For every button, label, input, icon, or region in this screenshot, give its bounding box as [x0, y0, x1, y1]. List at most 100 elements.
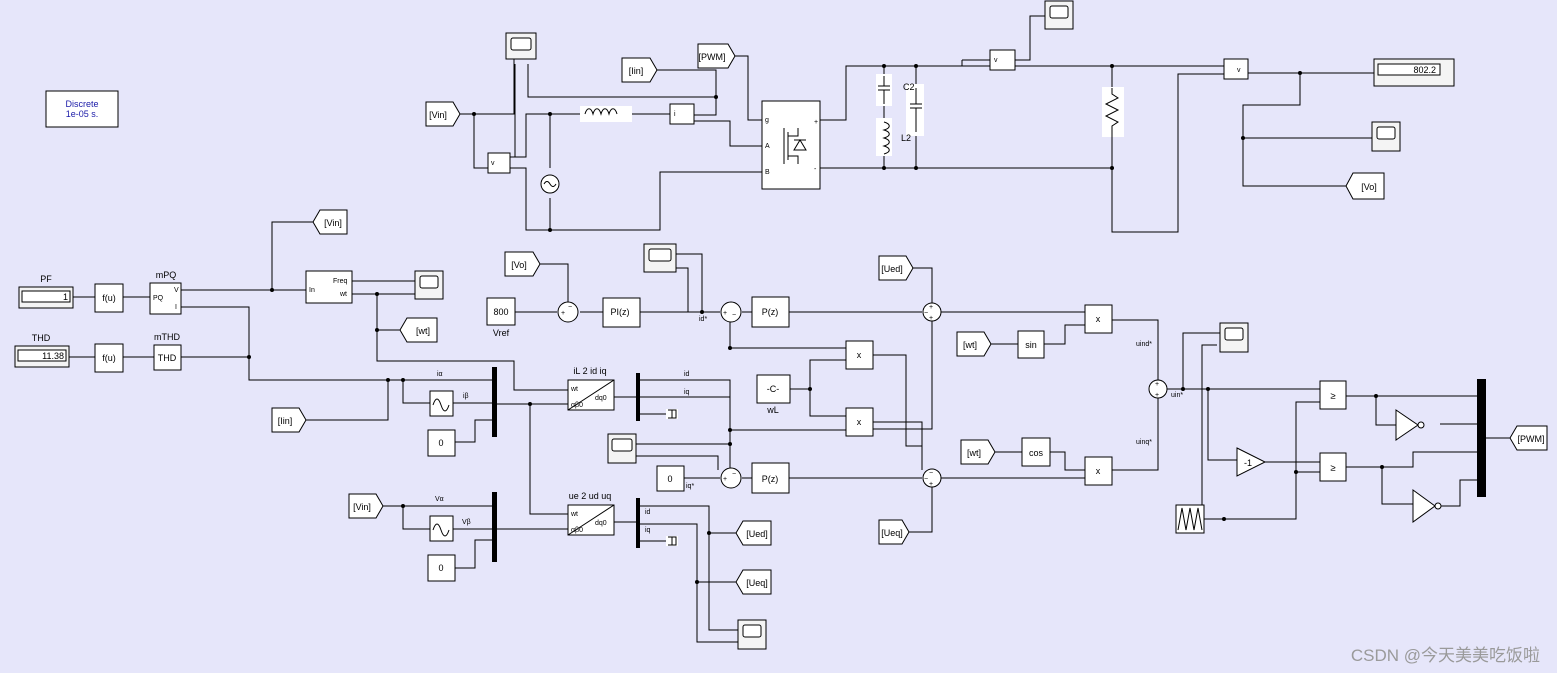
compare-ge-1[interactable]: ≥: [1319, 380, 1347, 410]
abc-to-dq0-current[interactable]: iL 2 id iq wt αβ0 dq0: [567, 366, 615, 411]
pz-controller-d[interactable]: P(z): [751, 296, 790, 328]
sum-id-error[interactable]: +−: [720, 301, 742, 323]
not-gate-1[interactable]: [1395, 409, 1425, 441]
fcn-thd[interactable]: f(u): [94, 343, 124, 373]
goto-vin-top[interactable]: [Vin]: [425, 101, 461, 127]
pll-block[interactable]: In Freq wt: [305, 270, 353, 304]
svg-text:dq0: dq0: [595, 520, 607, 527]
capacitor-c1[interactable]: [876, 74, 892, 106]
mux-i[interactable]: [492, 367, 497, 437]
scope-vin[interactable]: [505, 32, 537, 60]
terminator-i[interactable]: [666, 409, 678, 419]
display-pf[interactable]: PF 1: [18, 274, 74, 309]
cos-function[interactable]: cos: [1021, 437, 1051, 467]
pq-measurement-block[interactable]: mPQ PQ V I: [149, 270, 182, 315]
voltage-measurement-block[interactable]: v: [487, 152, 511, 174]
gain-minus-one[interactable]: -1: [1236, 447, 1267, 477]
product-wl-iq[interactable]: x: [845, 407, 874, 437]
product-d-sin[interactable]: x: [1084, 304, 1113, 334]
svg-text:[PWM]: [PWM]: [1518, 434, 1545, 444]
from-pwm-top[interactable]: [PWM]: [697, 43, 736, 69]
sum-voltage-error[interactable]: +−: [557, 301, 579, 323]
scope-pll[interactable]: [414, 270, 444, 300]
constant-iq-ref[interactable]: 0: [656, 465, 685, 492]
goto-pwm-out[interactable]: [PWM]: [1509, 425, 1548, 451]
goto-vo[interactable]: [Vo]: [1345, 172, 1385, 200]
voltage-measurement-vo[interactable]: v: [1223, 58, 1249, 80]
pz-controller-q[interactable]: P(z): [751, 462, 790, 494]
terminator-v[interactable]: [666, 536, 678, 546]
svg-text:v: v: [1237, 67, 1241, 74]
load-resistor[interactable]: [1102, 87, 1124, 138]
scope-uin[interactable]: [1219, 322, 1249, 353]
constant-wl[interactable]: -C- wL: [756, 374, 791, 415]
svg-text:[Vo]: [Vo]: [511, 260, 527, 270]
inductor-l1[interactable]: [580, 106, 632, 122]
abc-to-dq0-voltage[interactable]: ue 2 ud uq wt αβ0 dq0: [567, 491, 615, 536]
svg-text:-1: -1: [1244, 458, 1252, 468]
goto-iin[interactable]: [Iin]: [621, 57, 658, 83]
voltage-measurement-out[interactable]: v: [989, 49, 1016, 71]
capacitor-c2[interactable]: C2 L2: [901, 82, 924, 143]
fcn-pf[interactable]: f(u): [94, 283, 124, 313]
inductor-l2-coil[interactable]: [876, 118, 892, 156]
scope-id[interactable]: [643, 243, 677, 273]
mux-v[interactable]: [492, 492, 497, 562]
constant-zero-i[interactable]: 0: [427, 429, 456, 457]
sum-d-axis[interactable]: ++−: [922, 302, 942, 322]
sin-function[interactable]: sin: [1017, 330, 1045, 359]
uq-signal-label: iq: [645, 527, 651, 534]
svg-text:PQ: PQ: [153, 295, 164, 302]
wire-junctions: [247, 64, 1384, 584]
sum-q-axis[interactable]: −+−: [922, 468, 942, 488]
svg-text:-C-: -C-: [767, 384, 780, 394]
current-measurement-block[interactable]: i: [669, 103, 695, 125]
mux-pwm[interactable]: [1477, 379, 1486, 497]
svg-text:0: 0: [438, 438, 443, 448]
not-gate-2[interactable]: [1412, 489, 1442, 523]
goto-vin-pq[interactable]: [Vin]: [312, 209, 348, 235]
from-wt-sin[interactable]: [wt]: [956, 331, 992, 357]
from-ueq[interactable]: [Ueq]: [878, 519, 910, 545]
goto-ued[interactable]: [Ued]: [735, 520, 772, 546]
scope-iq[interactable]: [607, 433, 637, 464]
sum-iq-error[interactable]: +−: [720, 467, 742, 489]
transport-delay-i[interactable]: [429, 390, 454, 417]
demux-i[interactable]: [636, 373, 640, 421]
svg-text:[Ueq]: [Ueq]: [746, 578, 768, 588]
carrier-triangle[interactable]: [1175, 504, 1205, 534]
demux-v[interactable]: [636, 498, 640, 548]
from-wt-cos[interactable]: [wt]: [960, 439, 996, 465]
from-iin[interactable]: [Iin]: [271, 407, 307, 433]
iq-ref-label: iq*: [686, 483, 694, 490]
scope-vout[interactable]: [1371, 121, 1401, 152]
display-vout[interactable]: 802.2: [1373, 58, 1455, 87]
powergui-solver-block[interactable]: Discrete 1e-05 s.: [45, 90, 119, 128]
thd-measurement-block[interactable]: mTHD THD: [153, 332, 182, 371]
goto-ueq[interactable]: [Ueq]: [735, 569, 772, 595]
goto-wt[interactable]: [wt]: [399, 317, 438, 343]
from-vo[interactable]: [Vo]: [504, 251, 541, 277]
constant-zero-v[interactable]: 0: [427, 554, 456, 582]
ac-voltage-source[interactable]: [540, 174, 560, 194]
scope-ud-uq[interactable]: [737, 619, 767, 650]
display-thd[interactable]: THD 11.38: [14, 333, 70, 368]
svg-text:wt: wt: [570, 386, 578, 393]
scope-top-right[interactable]: [1044, 0, 1074, 30]
pi-controller[interactable]: PI(z): [602, 297, 641, 328]
transport-delay-v[interactable]: [429, 515, 454, 542]
svg-text:[Ueq]: [Ueq]: [881, 528, 903, 538]
from-vin[interactable]: [Vin]: [348, 493, 384, 519]
mosfet-converter-block[interactable]: g A B + -: [761, 100, 821, 190]
constant-vref[interactable]: 800 Vref: [486, 297, 516, 338]
svg-text:f(u): f(u): [102, 293, 116, 303]
svg-text:wt: wt: [339, 291, 347, 298]
sum-uin[interactable]: ++: [1148, 379, 1168, 399]
compare-ge-2[interactable]: ≥: [1319, 452, 1347, 482]
product-wl-id[interactable]: x: [845, 340, 874, 370]
product-q-cos[interactable]: x: [1084, 456, 1113, 486]
svg-text:A: A: [765, 143, 770, 150]
from-ued[interactable]: [Ued]: [878, 255, 914, 281]
